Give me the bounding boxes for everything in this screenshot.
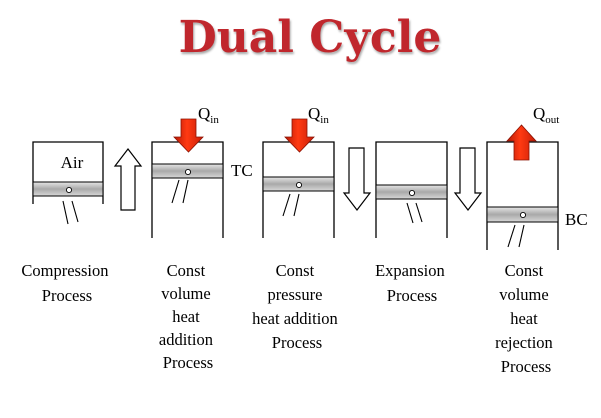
stage-caption: Const volume heat addition Process: [159, 261, 217, 372]
down-arrow-icon: [342, 147, 372, 211]
wrist-pin: [184, 168, 192, 176]
q-in-label: Qin: [198, 104, 219, 126]
up-arrow-icon: [113, 148, 143, 211]
cylinder-const-volume-rejection: BC Qout: [486, 104, 588, 250]
wrist-pin: [519, 211, 527, 219]
connecting-rod: [507, 224, 525, 248]
stage-caption: Expansion Process: [375, 261, 449, 305]
bc-label: BC: [565, 210, 588, 229]
cylinder-const-pressure-addition: Qin: [262, 104, 335, 238]
down-red-arrow-icon: [284, 118, 315, 153]
wrist-pin: [65, 186, 73, 194]
down-arrow-icon: [453, 147, 483, 211]
stage-caption: Compression Process: [21, 261, 112, 305]
connecting-rod: [406, 202, 423, 224]
tc-label: TC: [231, 161, 253, 180]
stage-caption: Const volume heat rejection Process: [495, 261, 557, 376]
down-red-arrow-icon: [173, 118, 204, 153]
cylinder-expansion: [375, 141, 448, 238]
wrist-pin: [408, 189, 416, 197]
wrist-pin: [295, 181, 303, 189]
cylinder-const-volume-addition: TC Qin: [151, 104, 253, 238]
connecting-rod: [171, 179, 189, 204]
q-in-label: Qin: [308, 104, 329, 126]
stage-captions: Compression Process Const volume heat ad…: [21, 261, 557, 376]
stage-caption: Const pressure heat addition Process: [252, 261, 342, 352]
air-label: Air: [61, 153, 84, 172]
diagram-title: Dual Cycle: [179, 12, 442, 63]
cylinder-compression: Air: [32, 141, 104, 225]
connecting-rod: [282, 193, 300, 217]
q-out-label: Qout: [533, 104, 559, 126]
up-red-arrow-icon: [506, 124, 537, 161]
connecting-rod: [62, 200, 79, 225]
